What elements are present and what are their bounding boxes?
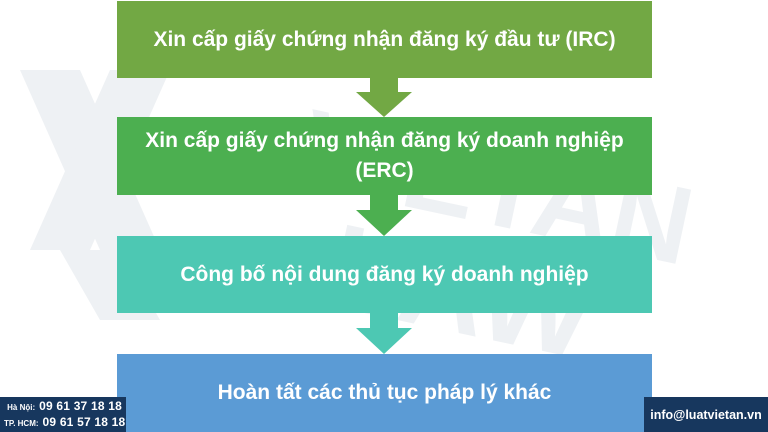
hanoi-label: Hà Nội: xyxy=(7,403,36,412)
hcm-phone-row: TP. HCM: 09 61 57 18 18 xyxy=(4,415,125,431)
step-3-label: Công bố nội dung đăng ký doanh nghiệp xyxy=(180,262,589,286)
step-2-label: Xin cấp giấy chứng nhận đăng ký doanh ng… xyxy=(145,129,624,182)
hanoi-phone-number: 09 61 37 18 18 xyxy=(39,399,122,413)
email-contact-box: info@luatvietan.vn xyxy=(644,397,768,432)
step-1-box: Xin cấp giấy chứng nhận đăng ký đầu tư (… xyxy=(117,1,652,78)
hanoi-phone-row: Hà Nội: 09 61 37 18 18 xyxy=(4,399,122,415)
hcm-phone-number: 09 61 57 18 18 xyxy=(42,415,126,429)
step-4-label: Hoàn tất các thủ tục pháp lý khác xyxy=(217,381,552,404)
down-arrow-icon xyxy=(356,78,412,117)
hcm-label: TP. HCM: xyxy=(4,419,39,428)
step-1-label: Xin cấp giấy chứng nhận đăng ký đầu tư (… xyxy=(153,27,616,51)
step-4-box: Hoàn tất các thủ tục pháp lý khác xyxy=(117,354,652,432)
step-2-box: Xin cấp giấy chứng nhận đăng ký doanh ng… xyxy=(117,117,652,195)
step-3-box: Công bố nội dung đăng ký doanh nghiệp xyxy=(117,236,652,313)
down-arrow-icon xyxy=(356,195,412,236)
phone-contact-box: Hà Nội: 09 61 37 18 18 TP. HCM: 09 61 57… xyxy=(0,397,126,432)
down-arrow-icon xyxy=(356,313,412,354)
email-address: info@luatvietan.vn xyxy=(650,407,762,422)
